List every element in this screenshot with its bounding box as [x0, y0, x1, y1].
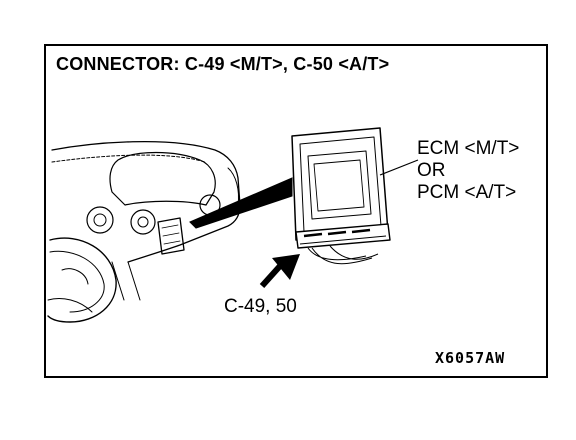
module-label: ECM <M/T> OR PCM <A/T> [417, 138, 519, 204]
dashboard-outline [51, 140, 241, 263]
module-leader-line [379, 159, 419, 176]
dashboard-illustration [47, 127, 419, 323]
cluster-hood [109, 151, 216, 206]
steering-wheel [47, 237, 117, 323]
console-panel [157, 217, 185, 255]
leader-wedge [189, 177, 293, 229]
connector-title: CONNECTOR: C-49 <M/T>, C-50 <A/T> [56, 54, 390, 74]
connector-arrow [259, 254, 300, 289]
figure-code: X6057AW [435, 349, 506, 367]
vent-left [86, 206, 114, 234]
ecm-module [291, 127, 391, 265]
module-label-line3: PCM <A/T> [417, 182, 517, 203]
connector-label: C-49, 50 [224, 296, 297, 317]
module-label-line2: OR [417, 160, 446, 181]
vent-center [130, 209, 156, 235]
module-label-line1: ECM <M/T> [417, 138, 520, 159]
